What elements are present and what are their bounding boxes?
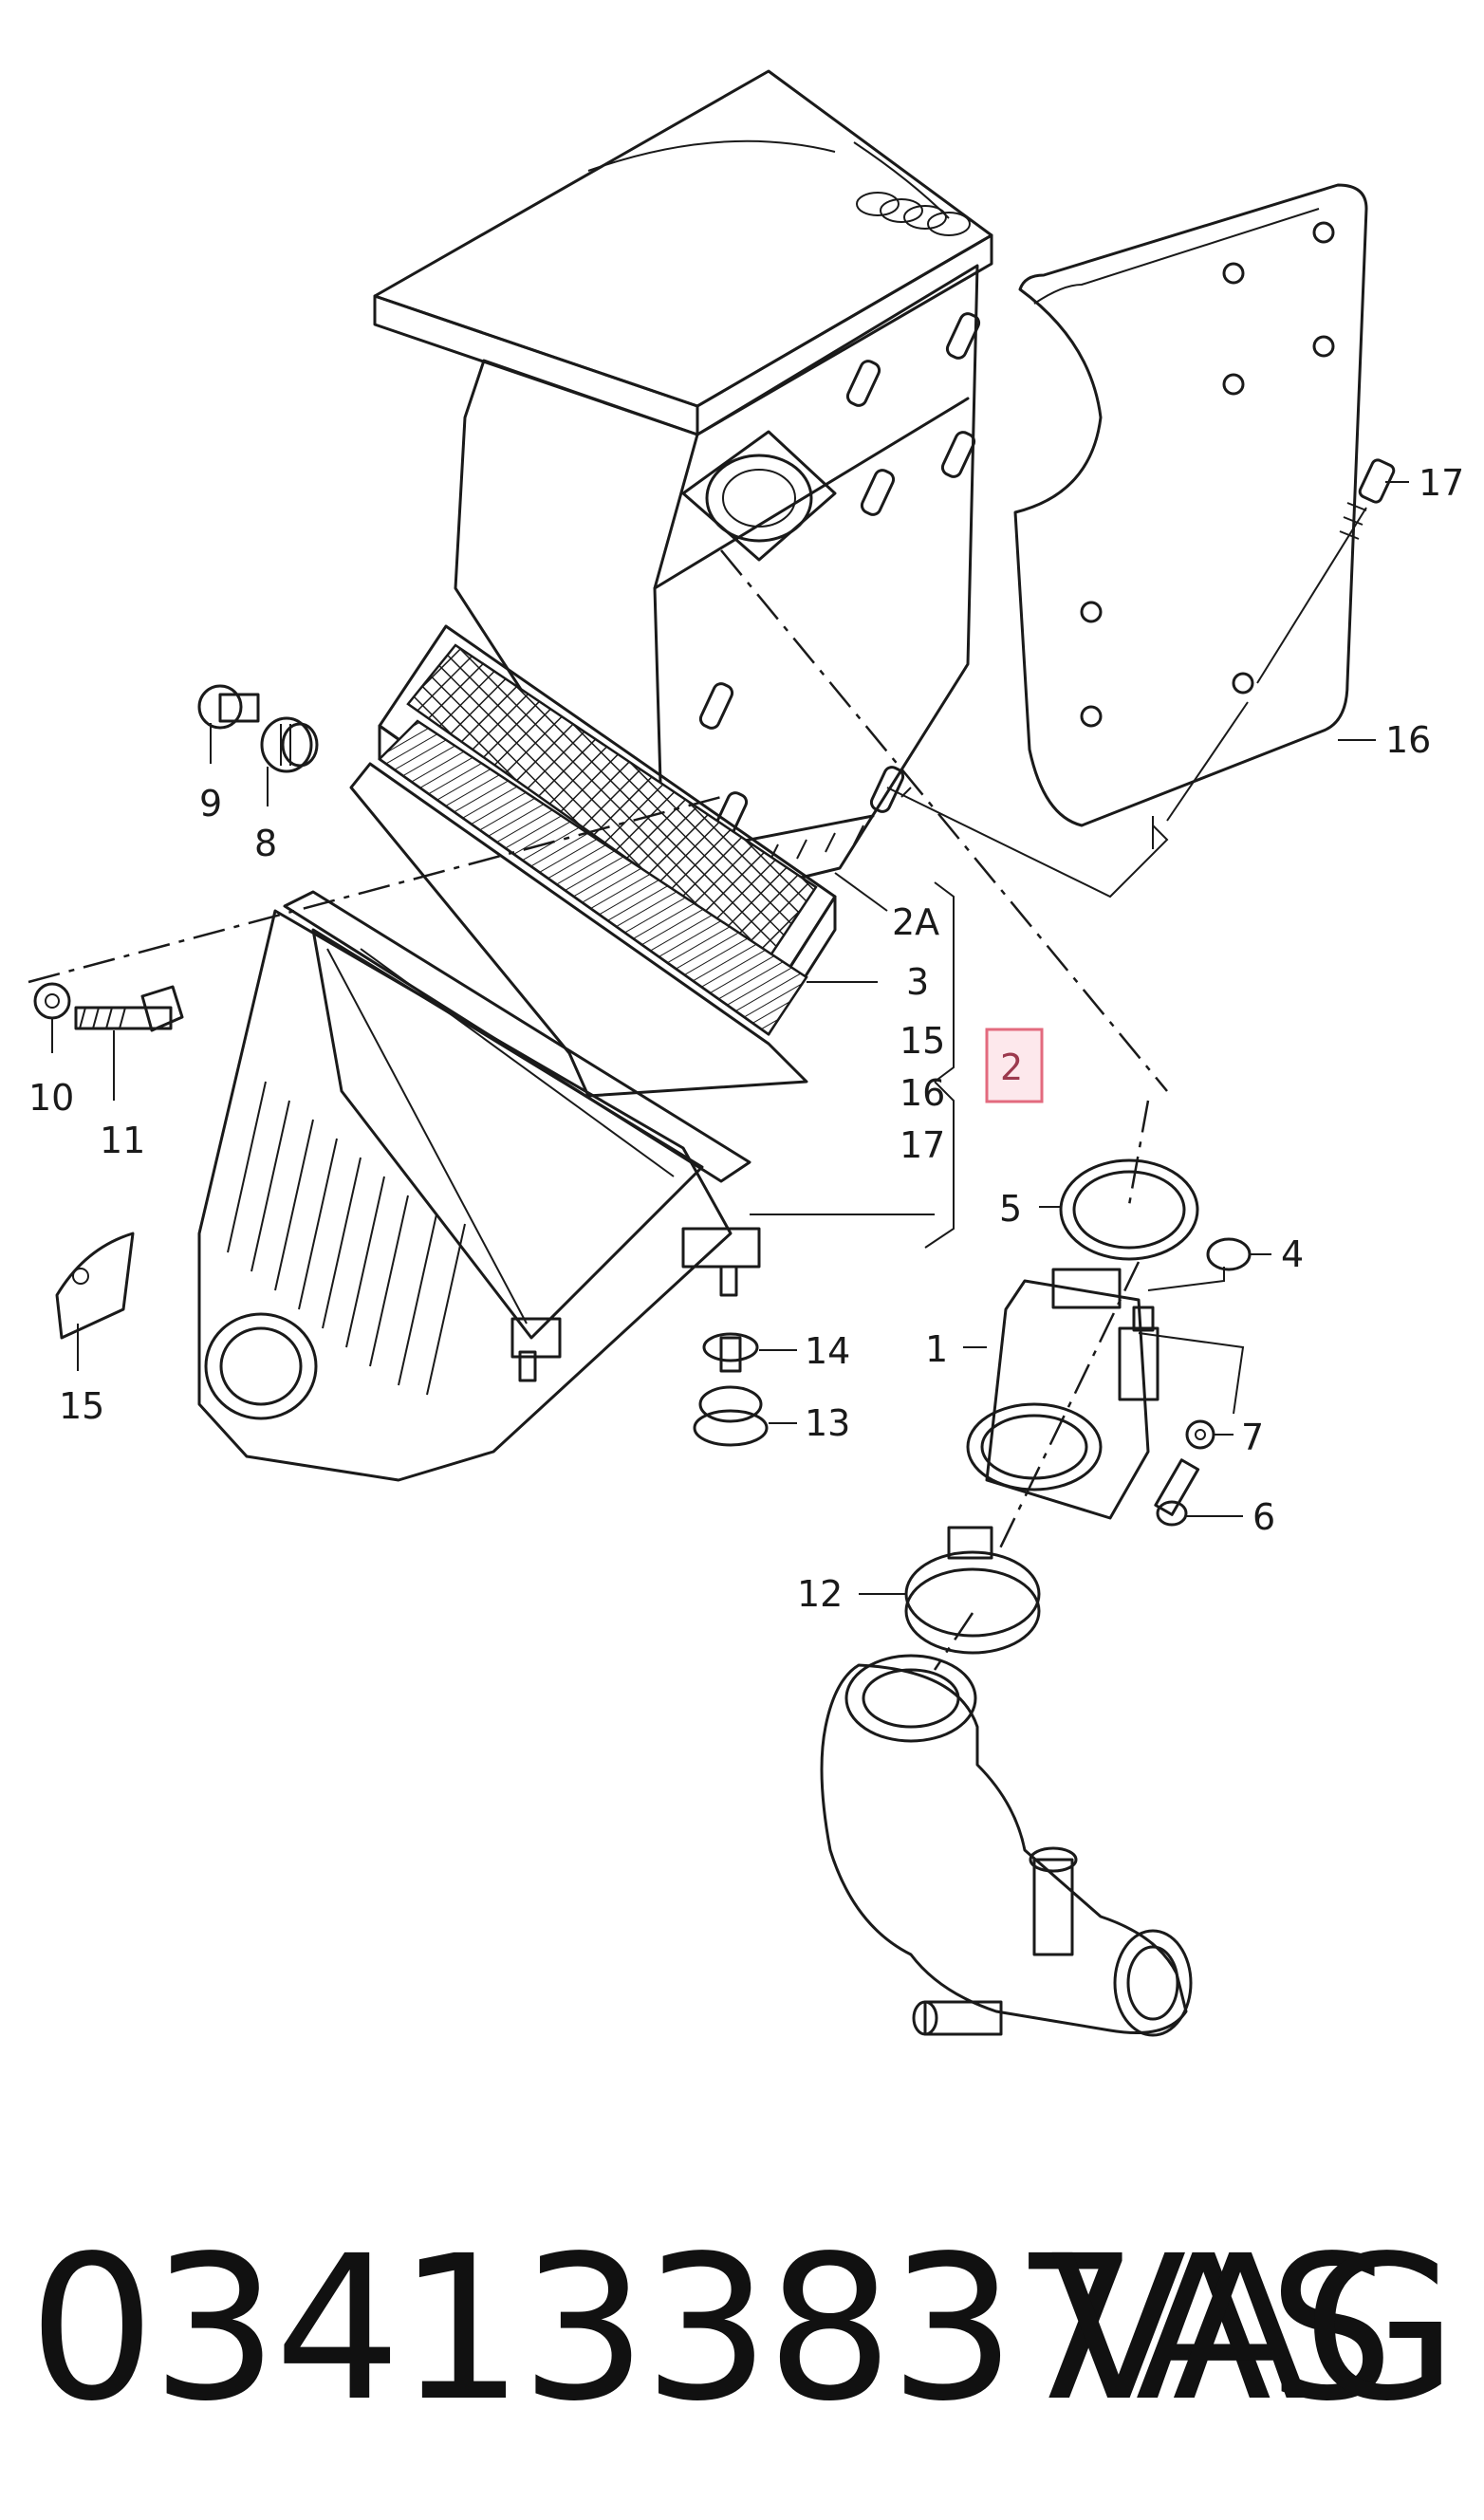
label-15-group: 15: [900, 1020, 945, 1062]
label-4: 4: [1281, 1233, 1304, 1275]
brand-name: VAG: [1050, 2213, 1457, 2445]
hose-clamp-12: [904, 1526, 1041, 1655]
filter-housing-lower: [197, 890, 761, 1482]
mass-airflow-port: [681, 430, 837, 562]
label-15-left: 15: [59, 1385, 104, 1427]
label-7: 7: [1241, 1417, 1264, 1458]
grommet-14: [702, 1332, 759, 1373]
label-10: 10: [28, 1077, 74, 1119]
label-5: 5: [999, 1188, 1022, 1230]
screw-17: [1339, 458, 1396, 540]
intake-snout: [204, 1312, 318, 1420]
part-number: 034133837AS: [28, 2213, 1394, 2445]
label-2: 2: [1000, 1047, 1023, 1088]
label-6: 6: [1252, 1496, 1275, 1538]
leader-lines: [51, 481, 1409, 1595]
footer-caption: 034133837AS VAG: [0, 2211, 1484, 2448]
heat-shield: [1013, 183, 1368, 827]
grommet-13: [693, 1385, 769, 1447]
grommet-9: [197, 684, 260, 730]
four-rings-logo: [856, 192, 971, 236]
label-3: 3: [906, 961, 929, 1003]
label-16-group: 16: [900, 1072, 945, 1114]
housing-clips: [698, 312, 981, 839]
washer-7: [1185, 1419, 1215, 1450]
o-ring-5: [1059, 1158, 1199, 1261]
bolt-11: [74, 985, 184, 1032]
label-14: 14: [805, 1330, 850, 1372]
highlighted-callout-2[interactable]: 2: [985, 1028, 1044, 1103]
label-12: 12: [797, 1573, 843, 1615]
label-17-screw: 17: [1419, 462, 1464, 504]
label-11: 11: [100, 1120, 145, 1161]
callout-labels: 9 8 10 11 15 2A 3 15 16 17 2 5 4 1 7 6 1…: [28, 462, 1464, 1615]
label-1: 1: [925, 1328, 948, 1370]
filter-housing-cover: [373, 69, 993, 913]
assembly-lines: [28, 549, 1249, 1671]
washer-10: [33, 982, 71, 1020]
label-9: 9: [199, 783, 222, 825]
grommet-8: [260, 716, 319, 773]
screw-6: [1154, 1458, 1200, 1527]
label-17-group: 17: [900, 1124, 945, 1166]
label-2a: 2A: [892, 901, 939, 943]
label-8: 8: [254, 823, 277, 864]
intake-hose: [820, 1654, 1193, 2037]
mass-airflow-meter: [966, 1268, 1159, 1520]
exploded-parts-diagram: 9 8 10 11 15 2A 3 15 16 17 2 5 4 1 7 6 1…: [28, 69, 1464, 2037]
label-13: 13: [805, 1402, 850, 1444]
label-16-shield: 16: [1385, 719, 1431, 761]
filter-element: [349, 624, 837, 1098]
clip-15: [55, 1232, 135, 1340]
plug-4: [1206, 1237, 1252, 1271]
